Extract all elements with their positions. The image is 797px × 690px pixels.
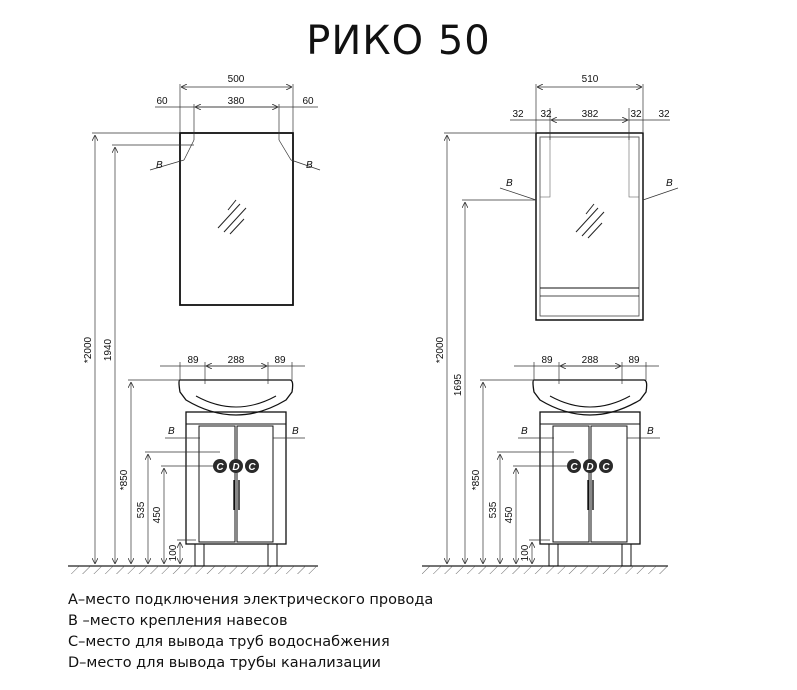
mirror-glare-icon <box>217 199 247 235</box>
floor-hatch <box>68 566 318 574</box>
cabinet-leg-right <box>621 543 632 567</box>
height-100-dim: 100 <box>168 544 179 561</box>
legend-item-a: А–место подключения электрического прово… <box>68 592 434 608</box>
mirror-glare-icon <box>575 203 605 239</box>
mirror-mount-right-label: B <box>306 160 313 171</box>
height-mount-dim: 1940 <box>103 338 114 361</box>
side-right-inner-dim: 32 <box>630 109 642 120</box>
basin-right-dim: 89 <box>628 355 640 366</box>
height-535-dim: 535 <box>136 501 147 518</box>
mirror-cabinet-right-panel <box>628 136 640 198</box>
basin-bowl <box>549 395 631 408</box>
cabinet-door-right <box>236 425 274 543</box>
right-variant: 510 32 32 382 32 32 B B *2000 1695 89 28… <box>422 74 679 574</box>
cab-mount-left-label: B <box>521 426 528 437</box>
connection-d-icon <box>583 459 597 473</box>
basin-bowl <box>195 395 277 408</box>
cabinet-door-left <box>552 425 590 543</box>
cab-mount-left-label: B <box>168 426 175 437</box>
cabinet-door-left <box>198 425 236 543</box>
cabinet-body <box>185 411 287 545</box>
height-850-dim: *850 <box>119 469 130 490</box>
mirror-mount-right-label: B <box>666 178 673 189</box>
legend-item-b: В –место крепления навесов <box>68 613 288 629</box>
mirror-mount-left-label: B <box>156 160 163 171</box>
mirror-cabinet-left-panel <box>539 136 551 198</box>
cabinet-leg-left <box>548 543 559 567</box>
floor-hatch <box>422 566 668 574</box>
side-left-inner-dim: 32 <box>540 109 552 120</box>
mirror-inner-dim: 382 <box>582 109 599 120</box>
cabinet-leg-left <box>194 543 205 567</box>
mirror-inner-dim: 380 <box>228 96 245 107</box>
connection-d-icon <box>229 459 243 473</box>
mirror-mount-left-label: B <box>506 178 513 189</box>
legend: А–место подключения электрического прово… <box>68 590 433 674</box>
connection-c-left-label: C <box>216 462 224 473</box>
height-450-dim: 450 <box>504 506 515 523</box>
height-535-dim: 535 <box>488 501 499 518</box>
side-left-outer-dim: 32 <box>512 109 524 120</box>
basin <box>178 379 294 416</box>
left-variant: 500 60 380 60 B B *2000 1940 89 288 89 <box>68 74 321 574</box>
basin-inner-dim: 288 <box>228 355 245 366</box>
connection-c-right-label: C <box>248 462 256 473</box>
connection-c-right-icon <box>599 459 613 473</box>
side-right-outer-dim: 32 <box>658 109 670 120</box>
height-100-dim: 100 <box>520 544 531 561</box>
cabinet-leg-right <box>267 543 278 567</box>
mirror-side-right-dim: 60 <box>302 96 314 107</box>
mirror-width-dim: 510 <box>582 74 599 85</box>
connection-d-label: D <box>232 462 239 473</box>
connection-c-right-icon <box>245 459 259 473</box>
cabinet-body <box>539 411 641 545</box>
connection-c-left-icon <box>567 459 581 473</box>
connection-c-right-label: C <box>602 462 610 473</box>
cab-mount-right-label: B <box>292 426 299 437</box>
mirror-side-left-dim: 60 <box>156 96 168 107</box>
connection-c-left-label: C <box>570 462 578 473</box>
cab-mount-right-label: B <box>647 426 654 437</box>
basin-left-dim: 89 <box>541 355 553 366</box>
height-450-dim: 450 <box>152 506 163 523</box>
connection-c-left-icon <box>213 459 227 473</box>
diagram-title: РИКО 50 <box>306 18 491 64</box>
connection-d-label: D <box>586 462 593 473</box>
height-total-dim: *2000 <box>83 336 94 363</box>
mirror-frame <box>179 132 294 306</box>
mirror-cabinet-inner <box>539 136 640 317</box>
legend-item-d: D–место для вывода трубы канализации <box>68 655 381 671</box>
mirror-width-dim: 500 <box>228 74 245 85</box>
basin-inner-dim: 288 <box>582 355 599 366</box>
basin-left-dim: 89 <box>187 355 199 366</box>
height-850-dim: *850 <box>471 469 482 490</box>
mirror-cabinet-frame <box>535 132 644 321</box>
height-mount-dim: 1695 <box>453 373 464 396</box>
height-total-dim: *2000 <box>435 336 446 363</box>
cabinet-door-right <box>590 425 628 543</box>
legend-item-c: С–место для вывода труб водоснабжения <box>68 634 390 650</box>
basin <box>532 379 648 416</box>
basin-right-dim: 89 <box>274 355 286 366</box>
